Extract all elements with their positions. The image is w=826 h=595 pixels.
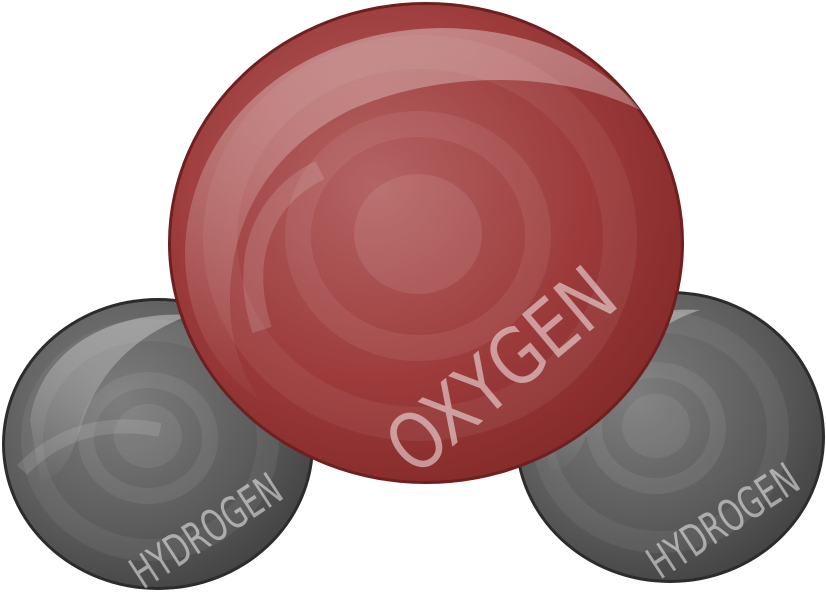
oxygen-atom: OXYGEN: [168, 2, 684, 493]
